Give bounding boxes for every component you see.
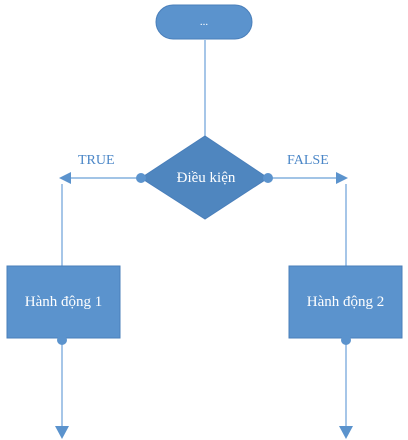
arrowhead-action1-out xyxy=(55,426,69,439)
arrowhead-action2-out xyxy=(339,426,353,439)
condition-diamond xyxy=(140,135,269,220)
action-2-label: Hành động 2 xyxy=(306,293,385,310)
action-1-label: Hành động 1 xyxy=(24,293,103,310)
action-2-box xyxy=(288,265,403,339)
arrowhead-true xyxy=(59,172,71,184)
condition-label: Điều kiện xyxy=(176,169,236,186)
arrowhead-false xyxy=(336,172,348,184)
branch-true-label: TRUE xyxy=(78,153,115,168)
connection-dot-action1-bottom xyxy=(57,335,67,345)
connection-dot-condition-right xyxy=(263,173,273,183)
branch-false-label: FALSE xyxy=(287,153,329,168)
action-1-box xyxy=(6,265,121,339)
connection-dot-condition-left xyxy=(136,173,146,183)
start-node-label: ... xyxy=(199,15,209,28)
start-node-shape xyxy=(155,4,253,40)
connection-dot-action2-bottom xyxy=(341,335,351,345)
